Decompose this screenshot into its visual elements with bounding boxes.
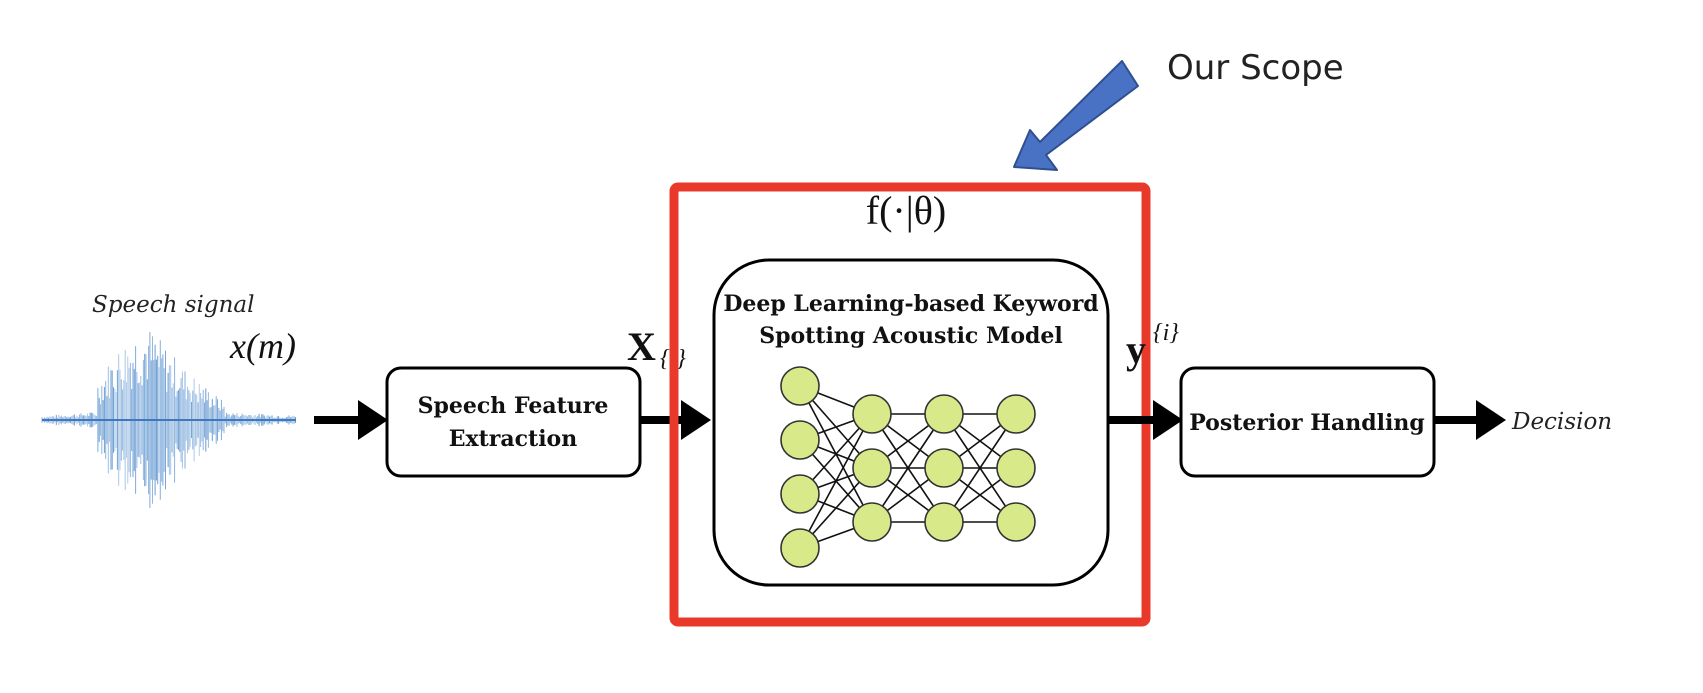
network-neuron [996,448,1036,488]
network-neuron [780,528,820,568]
scope-label: Our Scope [1167,48,1344,88]
feature-extraction-label-line1: Speech Feature [418,393,609,419]
network-neuron [780,474,820,514]
acoustic-model-block: Deep Learning-based Keyword Spotting Aco… [712,258,1110,587]
network-edge [943,413,1017,523]
network-neuron [852,448,892,488]
posterior-handling-label: Posterior Handling [1189,410,1425,436]
network-edge [799,413,873,549]
network-neuron [780,366,820,406]
output-superscript: {i} [1153,320,1179,346]
network-neuron [924,394,964,434]
feature-symbol: X [627,324,656,369]
arrow-to-decision [1434,400,1506,440]
network-neuron [924,502,964,542]
network-neuron [780,420,820,460]
network-neuron [924,448,964,488]
network-neuron [852,502,892,542]
input-symbol: x(m) [229,326,296,366]
feature-extraction-label-line2: Extraction [449,426,577,452]
acoustic-model-label-line1: Deep Learning-based Keyword [723,291,1098,317]
speech-waveform-icon [41,332,296,508]
output-symbol: y [1126,327,1146,372]
acoustic-model-label-line2: Spotting Acoustic Model [759,323,1063,349]
scope-highlight-frame [669,182,1151,627]
model-function-label: f(·|θ) [866,188,946,233]
network-edge [871,413,945,523]
network-neuron [852,394,892,434]
feature-extraction-block: Speech Feature Extraction [385,366,642,478]
decision-label: Decision [1511,409,1612,435]
network-neuron [996,502,1036,542]
callout-arrow-icon [1013,60,1139,171]
neural-network-icon [780,366,1036,568]
network-neuron [996,394,1036,434]
arrow-to-posterior-handling [1108,400,1183,440]
arrow-to-feature-extraction [314,400,388,440]
posterior-handling-block: Posterior Handling [1179,366,1436,478]
speech-signal-label: Speech signal [92,292,254,318]
